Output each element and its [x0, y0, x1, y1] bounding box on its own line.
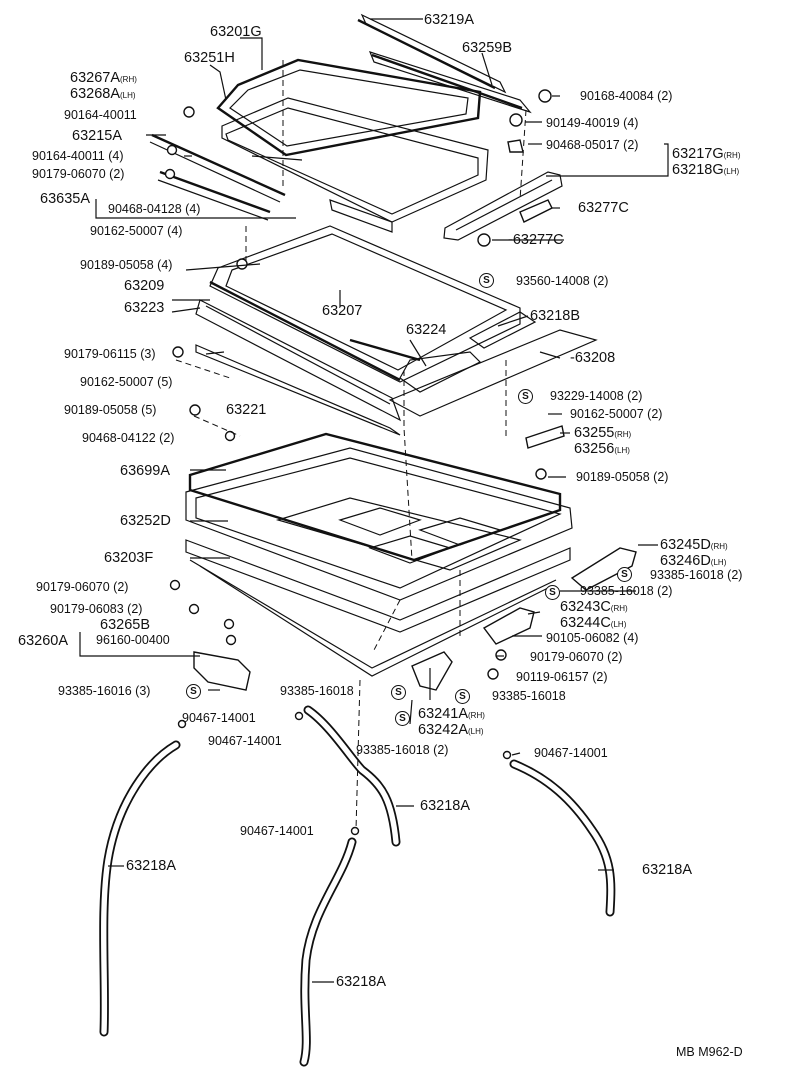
callout-90189-05058-5: 90189-05058 (5) [64, 403, 157, 417]
callout-90168-40084-2: 90168-40084 (2) [580, 89, 673, 103]
callout-63203f: 63203F [104, 550, 154, 566]
callout-63201g: 63201G [210, 24, 262, 40]
callout-63208: -63208 [570, 350, 616, 366]
sunroof-housing [185, 447, 573, 677]
callout-63255: 63255(RH) [574, 425, 632, 441]
callout-63209: 63209 [124, 278, 165, 294]
callout-63224: 63224 [406, 322, 447, 338]
callout-90189-05058-4: 90189-05058 (4) [80, 258, 173, 272]
screw-marker: S [545, 585, 560, 600]
callout-63223: 63223 [124, 300, 165, 316]
diagram-footer-code: MB M962-D [676, 1045, 743, 1059]
callout-90467-14001-d: 90467-14001 [240, 824, 314, 838]
callout-63251h: 63251H [184, 50, 235, 66]
assembly-lines [175, 60, 527, 831]
callout-63265b: 63265B [100, 617, 150, 633]
callout-93560-14008-2: 93560-14008 (2) [516, 274, 609, 288]
callout-63260a: 63260A [18, 633, 68, 649]
callout-63244c: 63244C(LH) [560, 615, 627, 631]
hardware [164, 89, 552, 836]
callout-63635a: 63635A [40, 191, 90, 207]
callout-63218a-d: 63218A [336, 974, 386, 990]
callout-63215a: 63215A [72, 128, 122, 144]
screw-marker: S [391, 685, 406, 700]
callout-90179-06083-2: 90179-06083 (2) [50, 602, 143, 616]
screw-marker: S [518, 389, 533, 404]
callout-63277c-b: -63277C [508, 232, 564, 248]
callout-90162-50007-4: 90162-50007 (4) [90, 224, 183, 238]
callout-90467-14001-c: 90467-14001 [534, 746, 608, 760]
callout-63277c: 63277C [578, 200, 629, 216]
callout-63256: 63256(LH) [574, 441, 630, 457]
callout-63218a-a: 63218A [420, 798, 470, 814]
screw-marker: S [455, 689, 470, 704]
callout-93385-16016-3: 93385-16016 (3) [58, 684, 151, 698]
callout-63246d: 63246D(LH) [660, 553, 727, 569]
callout-63243c: 63243C(RH) [560, 599, 628, 615]
callout-63241a: 63241A(RH) [418, 706, 485, 722]
callout-90179-06115-3: 90179-06115 (3) [64, 347, 156, 361]
screw-marker: S [186, 684, 201, 699]
callout-90164-40011-4: 90164-40011 (4) [32, 149, 124, 163]
rear-bracket [443, 139, 563, 241]
callout-90162-50007-5: 90162-50007 (5) [80, 375, 173, 389]
drive-frame [195, 225, 598, 436]
screw-marker: S [617, 567, 632, 582]
callout-63218a-b: 63218A [126, 858, 176, 874]
callout-63218b: 63218B [530, 308, 580, 324]
callout-63218g: 63218G(LH) [672, 162, 740, 178]
callout-93385-16018-2b: 93385-16018 (2) [580, 584, 673, 598]
callout-90468-04122-2: 90468-04122 (2) [82, 431, 175, 445]
callout-63259b: 63259B [462, 40, 512, 56]
callout-90468-04128: 90468-04128 (4) [108, 202, 201, 216]
callout-63252d: 63252D [120, 513, 171, 529]
glass-panel [216, 58, 489, 233]
callout-96160-00400: 96160-00400 [96, 633, 170, 647]
callout-90149-40019-4: 90149-40019 (4) [546, 116, 639, 130]
callout-93229-14008-2: 93229-14008 (2) [550, 389, 643, 403]
top-rails [357, 13, 532, 114]
callout-90119-06157-2: 90119-06157 (2) [516, 670, 608, 684]
callout-90467-14001-a: 90467-14001 [182, 711, 256, 725]
link-brackets [193, 425, 637, 691]
callout-90179-06070-2: 90179-06070 (2) [32, 167, 125, 181]
frame-seal [188, 432, 562, 562]
callout-90179-06070-2b: 90179-06070 (2) [36, 580, 129, 594]
callout-63268a: 63268A(LH) [70, 86, 136, 102]
callout-93385-16018-a: 93385-16018 [280, 684, 354, 698]
callout-90189-05058-2: 90189-05058 (2) [576, 470, 669, 484]
callout-63242a: 63242A(LH) [418, 722, 484, 738]
screw-marker: S [479, 273, 494, 288]
callout-90467-14001-b: 90467-14001 [208, 734, 282, 748]
callout-90105-06082-4: 90105-06082 (4) [546, 631, 639, 645]
callout-63219a: 63219A [424, 12, 474, 28]
screw-marker: S [395, 711, 410, 726]
callout-63218a-c: 63218A [642, 862, 692, 878]
callout-63221: 63221 [226, 402, 267, 418]
callout-63207: 63207 [322, 303, 363, 319]
callout-63217g: 63217G(RH) [672, 146, 741, 162]
callout-93385-16018-b: 93385-16018 [492, 689, 566, 703]
callout-63245d: 63245D(RH) [660, 537, 728, 553]
callout-63699a: 63699A [120, 463, 170, 479]
callout-90162-50007-2: 90162-50007 (2) [570, 407, 663, 421]
callout-90468-05017-2: 90468-05017 (2) [546, 138, 639, 152]
callout-93385-16018-2c: 93385-16018 (2) [356, 743, 449, 757]
callout-90179-06070-2c: 90179-06070 (2) [530, 650, 623, 664]
callout-93385-16018-2a: 93385-16018 (2) [650, 568, 743, 582]
leader-lines [79, 18, 669, 983]
callout-90164-40011: 90164-40011 [64, 108, 137, 122]
drain-hoses [99, 705, 616, 1067]
callout-63267a: 63267A(RH) [70, 70, 137, 86]
